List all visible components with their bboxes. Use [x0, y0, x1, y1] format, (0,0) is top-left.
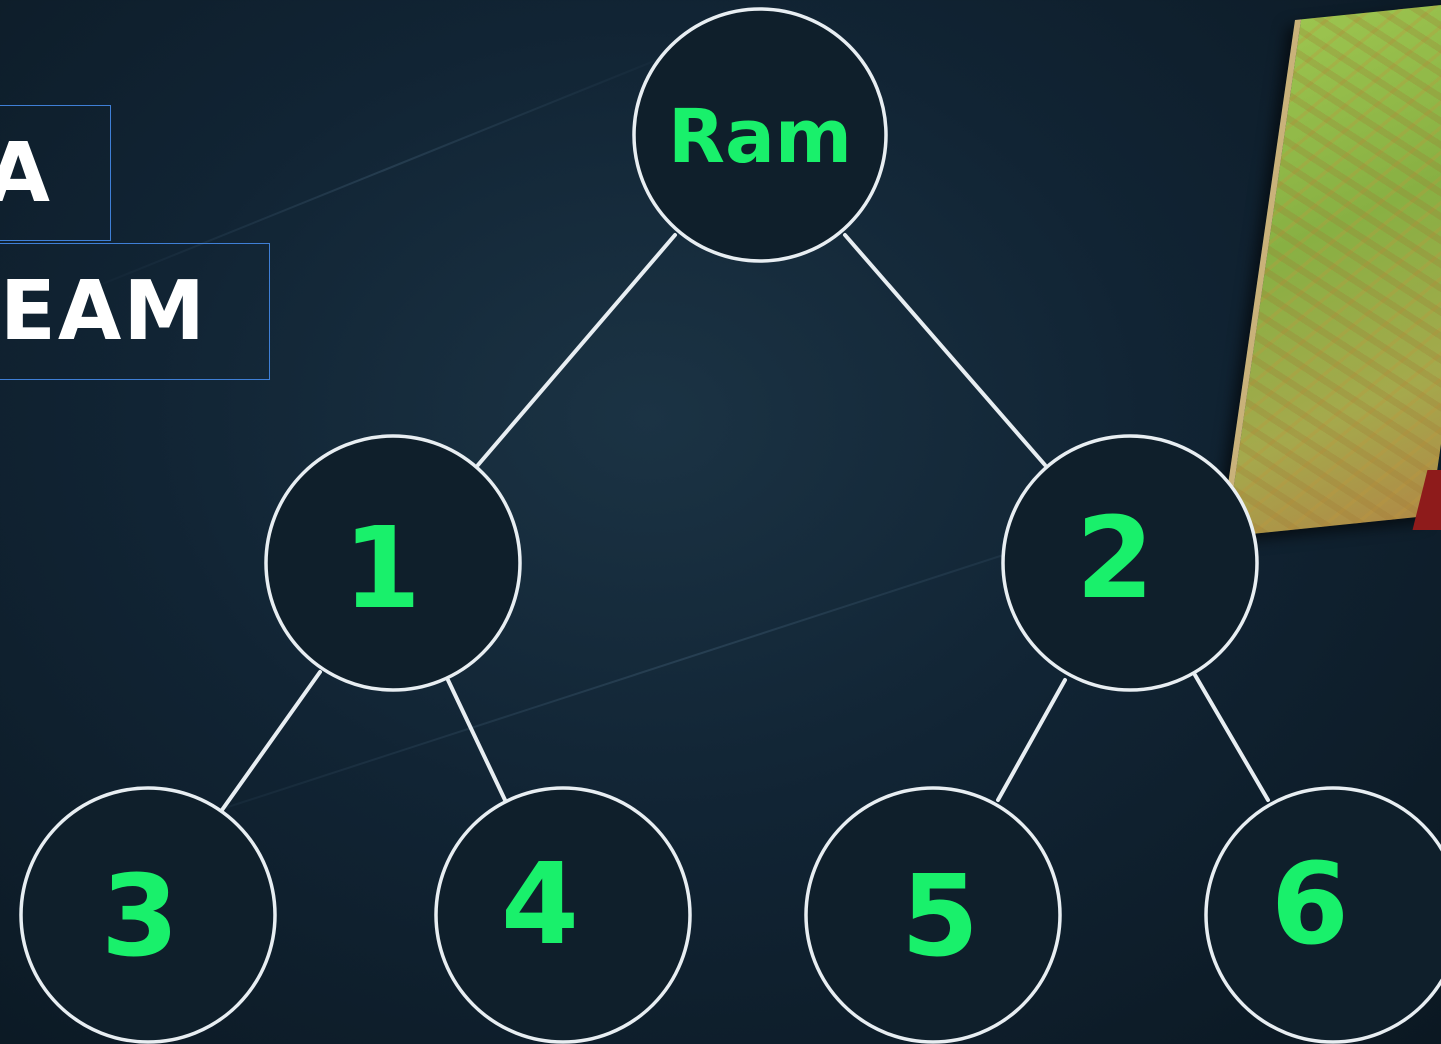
node-right-label: 2 [1076, 494, 1154, 624]
edge-left-leftleft [220, 670, 322, 812]
title-label-box-bottom: EAM [0, 243, 270, 380]
node-left-left [19, 786, 277, 1044]
node-right [1001, 434, 1259, 692]
edge-root-right [843, 233, 1047, 467]
edge-right-rightright [1193, 673, 1270, 802]
node-root [632, 7, 888, 263]
node-left-right-label: 4 [501, 840, 579, 970]
node-right-right-label: 6 [1271, 840, 1349, 970]
edge-root-left [476, 233, 677, 467]
title-label-box-top: A [0, 105, 111, 241]
node-left [264, 434, 522, 692]
title-label-bottom: EAM [0, 264, 207, 359]
edge-left-leftright [446, 678, 507, 802]
node-root-label: Ram [668, 94, 852, 180]
node-right-left [804, 786, 1062, 1044]
node-left-label: 1 [343, 504, 421, 634]
node-left-left-label: 3 [101, 852, 179, 982]
node-right-left-label: 5 [901, 852, 979, 982]
node-right-right [1204, 786, 1441, 1044]
node-left-right [434, 786, 692, 1044]
title-label-top: A [0, 126, 52, 221]
edge-right-rightleft [996, 678, 1067, 802]
